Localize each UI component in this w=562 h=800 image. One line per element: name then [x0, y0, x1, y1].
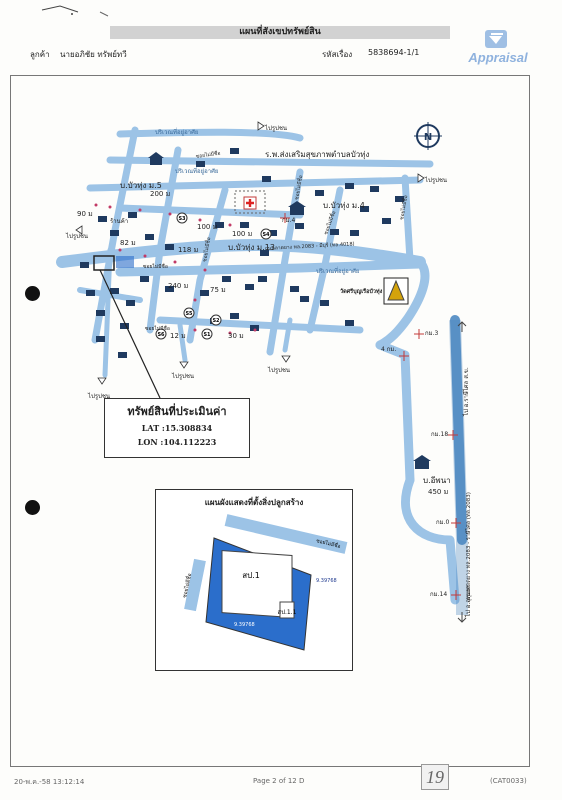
label-km4b: 4 กม. — [381, 346, 396, 353]
dist-75: 75 ม — [210, 286, 226, 294]
logo-text: Appraisal — [468, 50, 528, 65]
label-km3: กม.3 — [425, 330, 438, 337]
label-lane5: ซอยไม่มีชื่อ — [145, 325, 170, 332]
subject-parcel — [93, 255, 115, 271]
label-to-post3: ไปรูปชน — [65, 232, 88, 240]
marker-s5: S5 — [185, 311, 193, 317]
road-network — [56, 126, 467, 605]
km-ticks — [280, 213, 461, 600]
site-parcel-b: 9.39768 — [234, 622, 255, 628]
hospital-outline — [234, 190, 266, 214]
site-bldg2: สป.1.1 — [278, 609, 297, 616]
label-lane2: ซอยไม่มีชื่อ — [293, 175, 304, 201]
label-residential2: ปริเวณที่อยู่อาศัย — [175, 167, 218, 175]
marker-s3: S3 — [178, 216, 186, 222]
compass-icon — [414, 122, 442, 150]
map-frame — [10, 75, 530, 767]
scan-artifact — [41, 5, 109, 17]
dist-118: 118 ม — [178, 246, 198, 254]
label-lane6: ซอยไม่มีชื่อ — [201, 237, 212, 263]
sign-lon: LON :104.112223 — [137, 437, 217, 447]
title-bar: แผนที่สังเขปทรัพย์สิน — [110, 26, 450, 39]
sign-title: ทรัพย์สินที่ประเมินค่า — [127, 405, 227, 418]
site-bldg1: สป.1 — [242, 571, 260, 580]
label-lane3: ซอยไม่มีชื่อ — [398, 195, 409, 221]
houses — [80, 148, 431, 469]
appraisal-logo: Appraisal — [458, 26, 538, 70]
label-to-post5: ไปรูปชน — [267, 366, 290, 374]
highway-arrows — [457, 321, 467, 623]
label-village4: บ.บัวทุ่ง ม.4 — [323, 201, 365, 210]
footer-code: (CAT0033) — [490, 777, 527, 785]
ref-label: รหัสเรื่อง — [322, 50, 353, 59]
direction-arrows — [75, 121, 425, 385]
label-to-post1: ไปรูปชน — [264, 124, 287, 132]
punch-hole-top — [25, 286, 40, 301]
page-title: แผนที่สังเขปทรัพย์สิน — [239, 27, 321, 37]
client-name: นายอภิชัย ทรัพย์ทวี — [60, 50, 127, 59]
temple-icon — [383, 277, 409, 305]
dist-200: 200 ม — [150, 190, 170, 198]
dist-30: 30 ม — [228, 332, 244, 340]
hospital-icon — [246, 199, 254, 207]
parcel-pointer — [99, 269, 161, 399]
dist-12: 12 ม — [170, 332, 186, 340]
marker-s4: S4 — [262, 232, 270, 238]
label-km0: กม.0 — [436, 519, 449, 526]
label-hospital: ร.พ.ส่งเสริมสุขภาพตำบลบัวทุ่ง — [265, 150, 370, 159]
handwritten-page-number: 19 — [421, 764, 449, 790]
dist-90: 90 ม — [77, 210, 93, 218]
label-to-south: ไป อ.อุทุมพร — [464, 583, 472, 618]
label-village5: บ.บัวทุ่ง ม.5 — [120, 181, 162, 190]
client-label: ลูกค้า — [30, 50, 50, 59]
marker-s1: S1 — [203, 332, 211, 338]
marker-s6: S6 — [157, 332, 165, 338]
footer-timestamp: 20-พ.ค.-58 13:12:14 — [14, 778, 85, 786]
label-to-post2: ไปรูปชน — [424, 176, 447, 184]
subject-property-sign: ทรัพย์สินที่ประเมินค่า LAT :15.308834 LO… — [104, 398, 250, 458]
label-village-eaphana: บ.อีพนา — [423, 476, 451, 485]
s-markers: S3 S4 S5 S6 S1 S2 — [155, 212, 272, 340]
ref-value: 5838694-1/1 — [368, 48, 420, 57]
label-residential3: ปริเวณที่อยู่อาศัย — [316, 267, 359, 275]
label-km14: กม.14 — [430, 591, 447, 598]
label-lane4: ซอยไม่มีชื่อ — [143, 263, 168, 270]
dist-82: 82 ม — [120, 239, 136, 247]
label-road-side: ถนนลาดยาง ทล.2083 - ราษีไศล (ทล.2083) — [465, 492, 472, 600]
sign-lat: LAT :15.308834 — [141, 423, 213, 433]
label-to-post4: ไปรูปชน — [171, 372, 194, 380]
label-lane1: ซอยไม่มีชื่อ — [195, 150, 221, 160]
site-plan: แผนผังแสดงที่ตั้งสิ่งปลูกสร้าง สป.1 สป.1… — [155, 489, 353, 671]
site-plan-title: แผนผังแสดงที่ตั้งสิ่งปลูกสร้าง — [204, 498, 304, 507]
dist-100a: 100 ม — [197, 223, 217, 231]
label-residential1: ปริเวณที่อยู่อาศัย — [155, 128, 198, 136]
label-to-post6: ไปรูปชน — [87, 392, 110, 400]
site-parcel-a: 9.39768 — [316, 578, 337, 584]
dist-240: 240 ม — [168, 282, 188, 290]
label-to-north: ไป อ.ราษีไศล ส.ข. — [462, 367, 470, 417]
compass-label: N — [424, 132, 432, 143]
marker-s2: S2 — [212, 318, 220, 324]
label-km18: กม.18 — [431, 431, 448, 438]
punch-hole-bottom — [25, 500, 40, 515]
label-temple: วัดศรีบุญเรือบัวทุ่ง — [340, 288, 383, 295]
label-shop: ร้านค้า — [110, 218, 128, 225]
label-km4: กม.4 — [282, 217, 295, 224]
dist-100b: 100 ม — [232, 230, 252, 238]
footer-page: Page 2 of 12 D — [253, 777, 305, 785]
dist-450: 450 ม — [428, 488, 448, 496]
label-village13: บ.บัวทุ่ง ม.13 — [228, 243, 275, 252]
site-plan-drawing: สป.1 สป.1.1 ซอยไม่มีชื่อ ซอยไม่มีชื่อ 9.… — [181, 514, 348, 651]
label-road-main: ถนนลาดยาง ทล.2083 - มีบุรี (ทล.4018) — [265, 240, 355, 252]
